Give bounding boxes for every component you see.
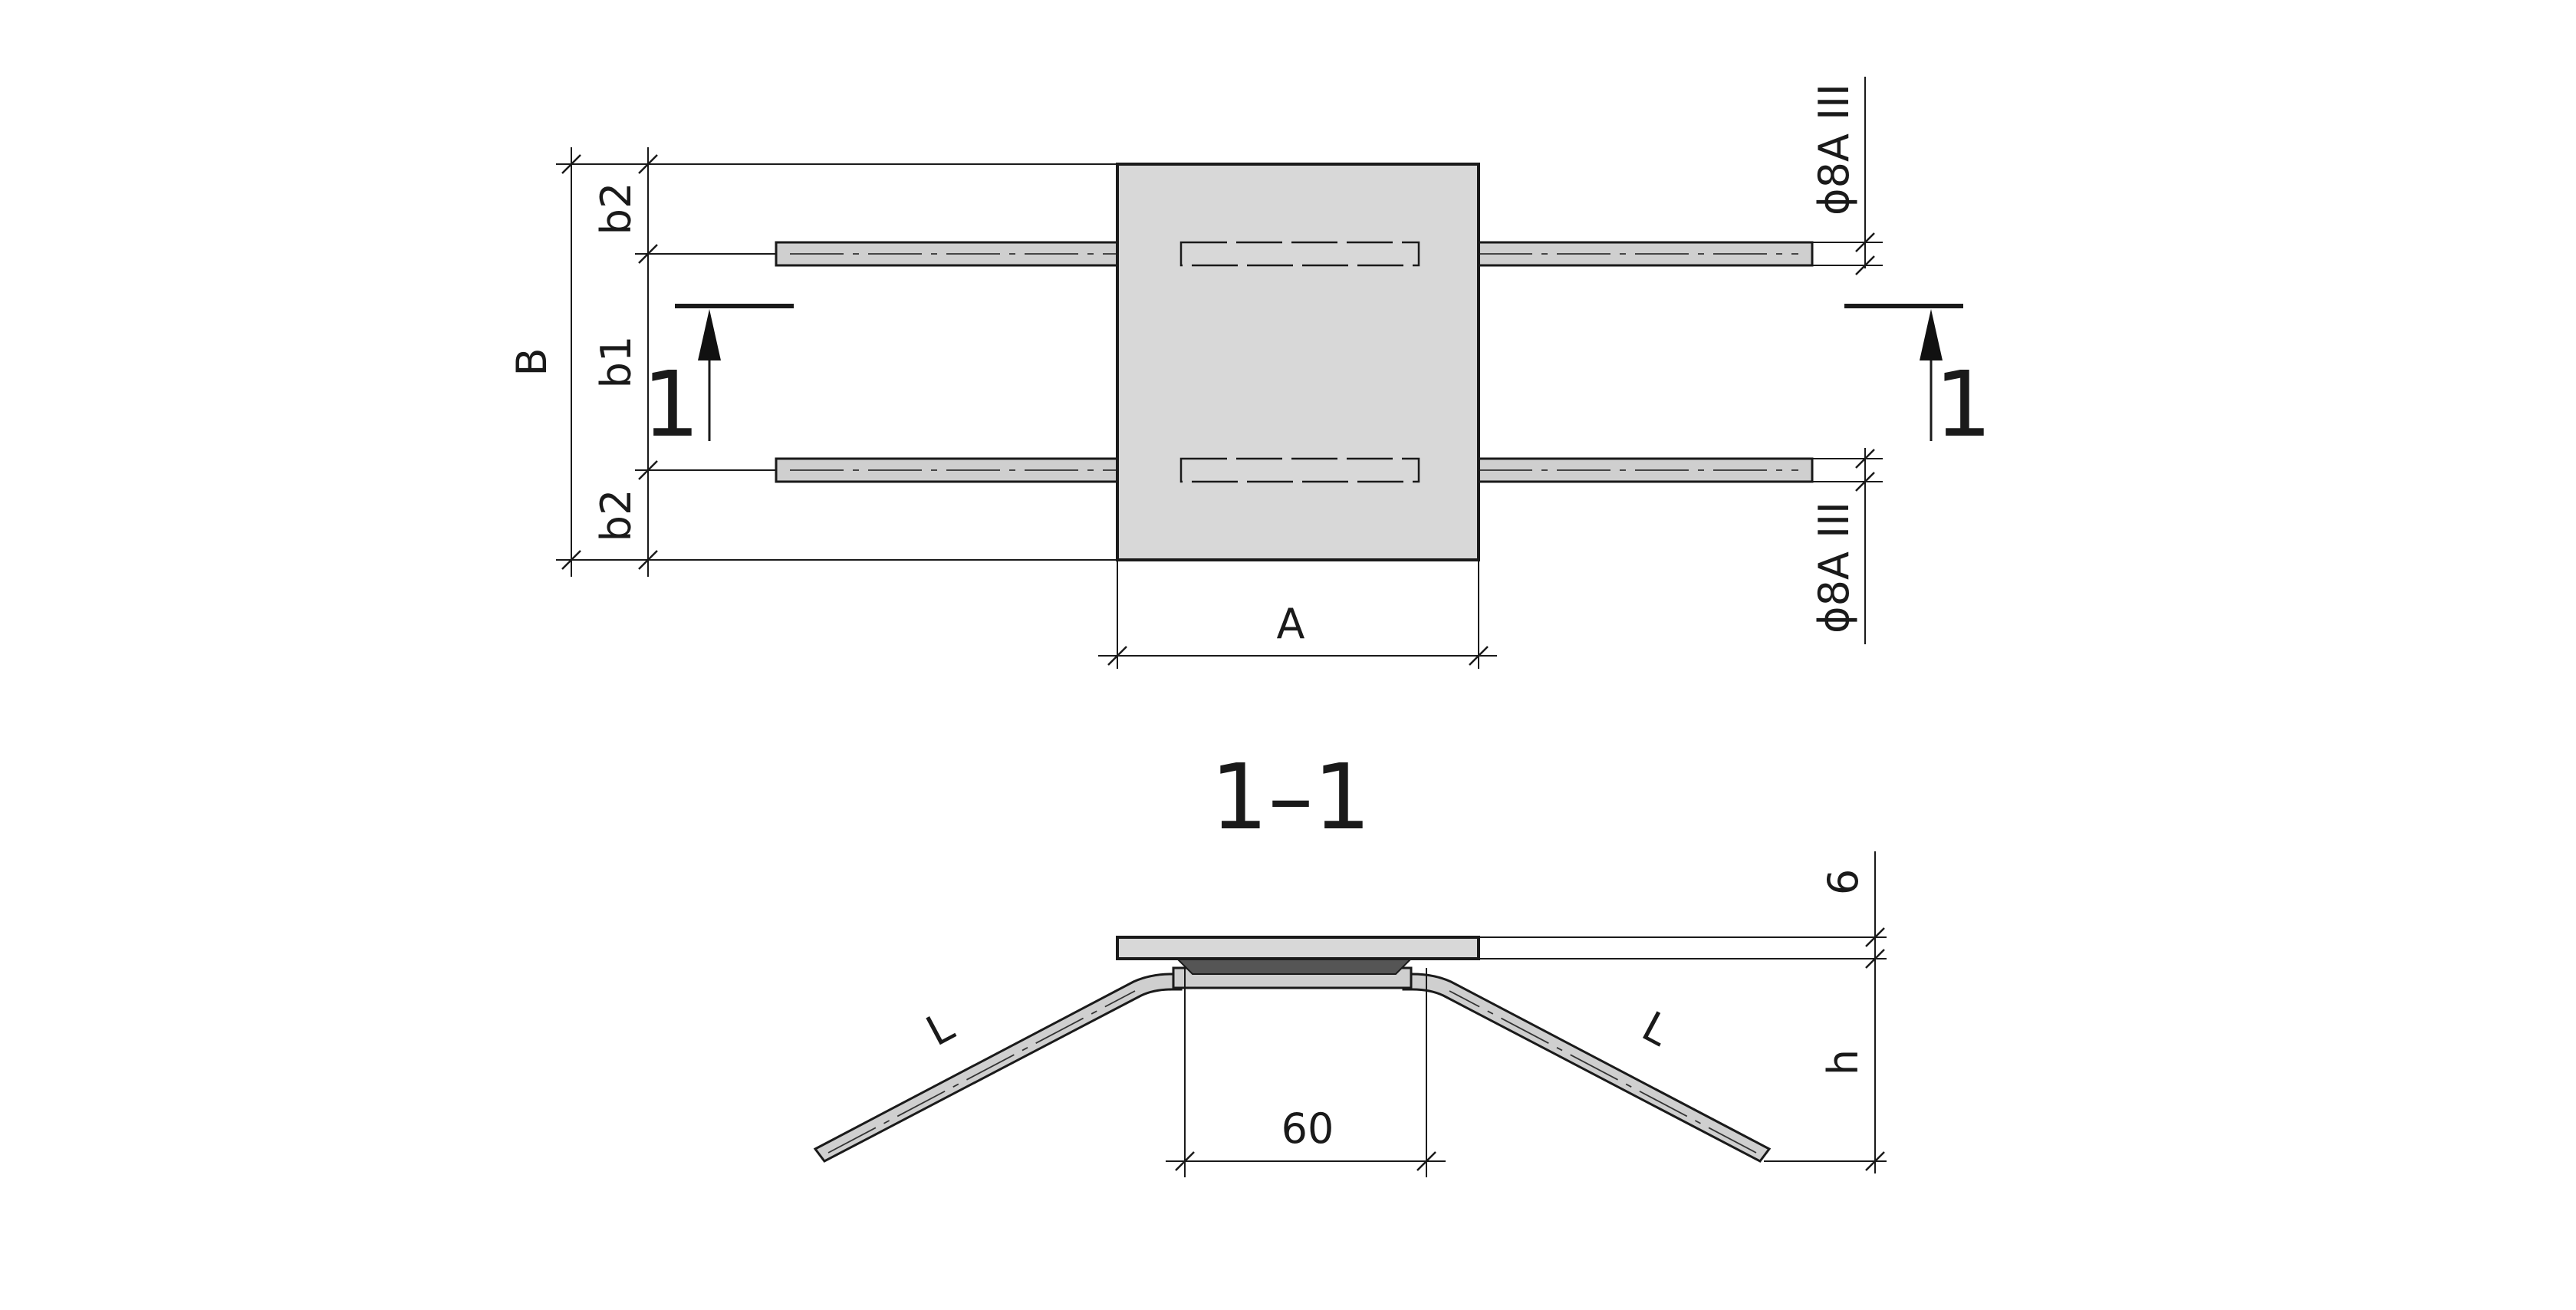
hidden-rebar-top (1179, 241, 1420, 267)
label-b2-top: b2 (592, 183, 640, 235)
label-thickness: 6 (1819, 869, 1867, 895)
hidden-rebar-bottom (1179, 457, 1420, 483)
bent-rebar-right-centerline (1449, 990, 1757, 1154)
tick-b-4 (638, 550, 658, 570)
tick-b-3 (638, 460, 658, 480)
section-arrow-head-left (698, 309, 721, 360)
tick-A-left (1107, 646, 1127, 666)
tick-rebar-bottom-1 (1855, 449, 1875, 469)
tick-b-1 (638, 154, 658, 174)
section-title: 1–1 (1210, 744, 1370, 850)
section-view: 1–1 6 h 60 L L (813, 744, 1887, 1177)
section-mark-left: 1 (642, 351, 699, 457)
tick-60-left (1175, 1151, 1195, 1171)
tick-thickness-1 (1865, 927, 1885, 947)
tick-60-right (1416, 1151, 1436, 1171)
label-L-left: L (919, 1002, 962, 1055)
section-mark-right: 1 (1934, 351, 1992, 457)
label-b1: b1 (592, 336, 640, 389)
label-weld-length: 60 (1281, 1104, 1334, 1153)
steel-plate (1116, 163, 1480, 561)
tick-B-top (561, 154, 581, 174)
tick-b-2 (638, 244, 658, 264)
label-rebar-bottom: ϕ8A III (1810, 502, 1858, 634)
tick-rebar-bottom-2 (1855, 472, 1875, 492)
label-A: A (1277, 600, 1305, 648)
label-b2-bottom: b2 (592, 489, 640, 542)
bent-rebar-left-centerline (827, 990, 1136, 1154)
label-rebar-top: ϕ8A III (1810, 84, 1858, 216)
label-h: h (1819, 1049, 1867, 1075)
plate-section (1116, 936, 1480, 960)
tick-rebar-top-2 (1855, 255, 1875, 275)
label-B: B (508, 347, 556, 376)
tick-A-right (1469, 646, 1489, 666)
bent-rebar-left (813, 973, 1183, 1163)
bent-rebar-right (1402, 973, 1772, 1163)
section-arrow-head-right (1920, 309, 1943, 360)
label-L-right: L (1634, 1002, 1677, 1055)
tick-rebar-top-1 (1855, 232, 1875, 252)
tick-h-bottom (1865, 1151, 1885, 1171)
plan-view: B b2 b1 b2 A ϕ8A III ϕ8A III (508, 77, 1992, 669)
weld-seam (1175, 958, 1413, 975)
tick-B-bottom (561, 550, 581, 570)
